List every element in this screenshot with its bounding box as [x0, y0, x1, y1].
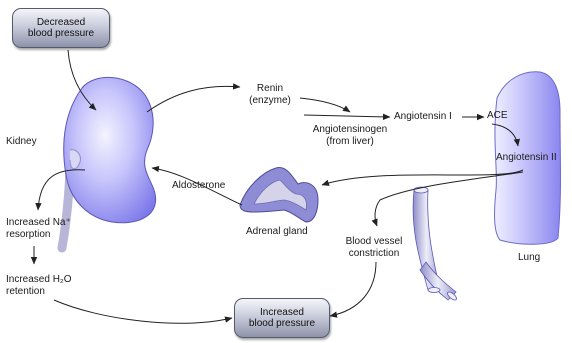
lung-label: Lung [518, 252, 540, 264]
angiotensinogen-line-1: Angiotensinogen [300, 124, 400, 136]
arrow-constriction-to-increased-bp [330, 262, 376, 316]
vessel-constriction-label: Blood vessel constriction [334, 236, 414, 259]
h2o-retention-line-1: Increased H₂O [6, 274, 72, 286]
arrow-renin-to-angiotensinogen [300, 98, 350, 112]
arrow-angiotensin-2-to-adrenal [322, 170, 523, 185]
h2o-retention-label: Increased H₂O retention [6, 274, 72, 297]
angiotensin-1-label: Angiotensin I [394, 111, 452, 123]
renin-line-2: (enzyme) [240, 95, 300, 107]
renin-line-1: Renin [240, 83, 300, 95]
renin-label: Renin (enzyme) [240, 83, 300, 106]
na-resorption-label: Increased Na⁺ resorption [6, 217, 71, 240]
decreased-bp-line-2: blood pressure [28, 28, 94, 40]
kidney-label: Kidney [6, 136, 37, 148]
increased-bp-line-1: Increased [260, 307, 304, 319]
adrenal-gland-illustration [240, 167, 318, 222]
arrow-to-angiotensin-1 [304, 115, 390, 117]
vessel-constriction-line-2: constriction [334, 248, 414, 260]
angiotensinogen-line-2: (from liver) [300, 136, 400, 148]
na-resorption-line-2: resorption [6, 229, 71, 241]
arrow-h2o-to-increased-bp [54, 300, 232, 323]
arrow-kidney-to-renin [147, 86, 240, 112]
angiotensinogen-label: Angiotensinogen (from liver) [300, 124, 400, 147]
h2o-retention-line-2: retention [6, 286, 72, 298]
increased-blood-pressure-pill: Increased blood pressure [234, 298, 330, 338]
blood-vessel-illustration [413, 187, 458, 301]
angiotensin-2-label: Angiotensin II [496, 152, 557, 164]
increased-bp-line-2: blood pressure [249, 318, 315, 330]
decreased-blood-pressure-pill: Decreased blood pressure [12, 8, 110, 48]
kidney-illustration [62, 77, 156, 248]
na-resorption-line-1: Increased Na⁺ [6, 217, 71, 229]
ace-label: ACE [487, 110, 508, 122]
decreased-bp-line-1: Decreased [37, 17, 85, 29]
adrenal-gland-label: Adrenal gland [246, 226, 308, 238]
aldosterone-label: Aldosterone [172, 180, 225, 192]
vessel-constriction-line-1: Blood vessel [334, 236, 414, 248]
